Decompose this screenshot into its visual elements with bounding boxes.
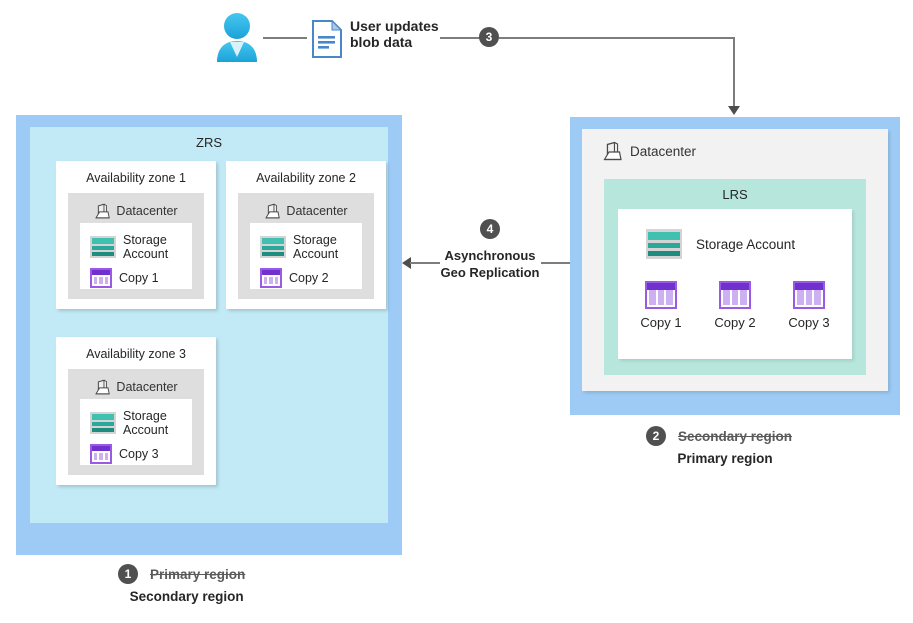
zone-3-datacenter-header: Datacenter	[68, 375, 204, 399]
right-region-lrs: Datacenter LRS Storage Account Copy 1	[570, 117, 900, 415]
step-badge-4: 4	[480, 219, 500, 239]
zone-2-storage-line1: Storage	[293, 233, 337, 247]
left-caption-row-1: 1 Primary region	[118, 564, 245, 584]
primary-datacenter-panel: Datacenter LRS Storage Account Copy 1	[582, 129, 888, 391]
zone-1-datacenter-label: Datacenter	[116, 204, 178, 218]
availability-zone-1-card: Availability zone 1 Datacenter	[56, 161, 216, 309]
left-caption-active: Secondary region	[129, 589, 244, 604]
step-badge-3: 3	[479, 27, 499, 47]
zone-1-copy-label: Copy 1	[119, 270, 159, 285]
document-icon	[311, 19, 343, 58]
datacenter-icon	[94, 379, 111, 396]
primary-datacenter-label: Datacenter	[630, 144, 697, 159]
datacenter-icon	[94, 203, 111, 220]
step-badge-2: 2	[646, 426, 666, 446]
list-item: Copy 2	[704, 281, 766, 330]
copy-icon	[90, 267, 112, 288]
zone-2-datacenter-card: Datacenter Storage Account Copy 2	[238, 193, 374, 299]
right-caption-row-1: 2 Secondary region	[646, 426, 792, 446]
zone-3-storage-line2: Account	[123, 423, 169, 438]
zone-2-copy-label: Copy 2	[289, 270, 329, 285]
storage-account-icon	[90, 236, 116, 259]
lrs-title: LRS	[722, 187, 748, 202]
left-region-caption: 1 Primary region Secondary region	[118, 564, 245, 604]
zone-3-storage-line1: Storage	[123, 409, 167, 423]
primary-datacenter-header: Datacenter	[602, 141, 696, 162]
primary-copies-list: Copy 1 Copy 2 Copy 3	[630, 281, 840, 330]
availability-zone-2-title: Availability zone 2	[256, 171, 356, 185]
zone-3-datacenter-inner: Storage Account Copy 3	[80, 399, 192, 465]
step-badge-1: 1	[118, 564, 138, 584]
zone-2-storage-account: Storage Account	[260, 233, 362, 262]
user-updates-line2: blob data	[350, 34, 413, 50]
copy-icon	[90, 443, 112, 464]
zrs-panel: ZRS Availability zone 1	[30, 127, 388, 523]
connector-replication-left	[410, 262, 440, 264]
datacenter-icon	[602, 141, 622, 162]
primary-storage-account: Storage Account	[646, 229, 795, 259]
zone-2-datacenter-inner: Storage Account Copy 2	[250, 223, 362, 289]
zone-1-copy: Copy 1	[90, 267, 192, 288]
zone-1-datacenter-card: Datacenter Storage Account Copy 1	[68, 193, 204, 299]
replication-line2: Geo Replication	[440, 264, 540, 280]
availability-zone-3-title: Availability zone 3	[86, 347, 186, 361]
zone-3-datacenter-label: Datacenter	[116, 380, 178, 394]
right-caption-active: Primary region	[677, 451, 773, 466]
copy-icon	[719, 281, 751, 309]
copy-icon	[645, 281, 677, 309]
zone-2-copy: Copy 2	[260, 267, 362, 288]
lrs-panel: LRS Storage Account Copy 1 Copy 2	[604, 179, 866, 375]
storage-account-icon	[646, 229, 682, 259]
availability-zone-1-title: Availability zone 1	[86, 171, 186, 185]
replication-line1: Asynchronous	[444, 248, 536, 263]
storage-account-icon	[260, 236, 286, 259]
zone-3-storage-account: Storage Account	[90, 409, 192, 438]
user-icon	[213, 12, 261, 64]
connector-badge3-right	[499, 37, 735, 39]
copy-icon	[793, 281, 825, 309]
zone-2-datacenter-header: Datacenter	[238, 199, 374, 223]
zone-2-storage-line2: Account	[293, 247, 339, 262]
zone-1-storage-line2: Account	[123, 247, 169, 262]
primary-copy-1-label: Copy 1	[640, 315, 682, 330]
primary-storage-account-label: Storage Account	[696, 236, 796, 252]
zone-1-datacenter-header: Datacenter	[68, 199, 204, 223]
right-caption-struck: Secondary region	[678, 428, 793, 444]
arrowhead-left-icon	[402, 257, 411, 269]
zone-2-datacenter-label: Datacenter	[286, 204, 348, 218]
right-region-caption: 2 Secondary region Primary region	[646, 426, 792, 466]
copy-icon	[260, 267, 282, 288]
storage-account-icon	[90, 412, 116, 435]
arrowhead-down-icon	[728, 106, 740, 115]
zone-1-storage-account: Storage Account	[90, 233, 192, 262]
lrs-inner-card: Storage Account Copy 1 Copy 2	[618, 209, 852, 359]
connector-down-to-primary	[733, 37, 735, 109]
availability-zone-3-card: Availability zone 3 Datacenter	[56, 337, 216, 485]
connector-user-to-doc	[263, 37, 307, 39]
zone-1-storage-line1: Storage	[123, 233, 167, 247]
connector-replication-right	[541, 262, 571, 264]
left-caption-struck: Primary region	[150, 566, 246, 582]
user-updates-label: User updates blob data	[350, 18, 439, 50]
left-region-zrs: ZRS Availability zone 1	[16, 115, 402, 555]
zone-3-copy: Copy 3	[90, 443, 192, 464]
zrs-title: ZRS	[196, 135, 222, 150]
user-updates-line1: User updates	[350, 18, 439, 34]
zone-1-datacenter-inner: Storage Account Copy 1	[80, 223, 192, 289]
datacenter-icon	[264, 203, 281, 220]
connector-label-to-badge3	[440, 37, 480, 39]
primary-copy-2-label: Copy 2	[714, 315, 756, 330]
primary-copy-3-label: Copy 3	[788, 315, 830, 330]
availability-zone-2-card: Availability zone 2 Datacenter	[226, 161, 386, 309]
replication-label: Asynchronous Geo Replication	[400, 248, 580, 282]
list-item: Copy 1	[630, 281, 692, 330]
zone-3-datacenter-card: Datacenter Storage Account Copy 3	[68, 369, 204, 475]
list-item: Copy 3	[778, 281, 840, 330]
zone-3-copy-label: Copy 3	[119, 446, 159, 461]
